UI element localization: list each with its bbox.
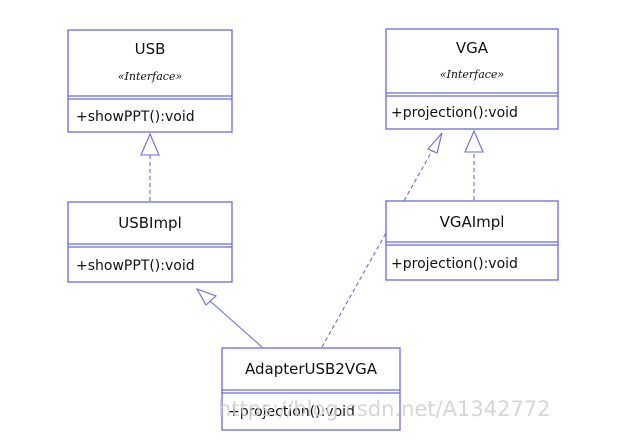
class-vgaimpl[interactable]: VGAImpl +projection():void bbox=[385, 200, 559, 281]
class-usb[interactable]: USB «Interface» +showPPT():void bbox=[67, 29, 233, 133]
operation: +showPPT():void bbox=[76, 109, 195, 125]
class-name: USBImpl bbox=[118, 214, 182, 232]
stereotype-label: «Interface» bbox=[118, 70, 182, 83]
class-vga[interactable]: VGA «Interface» +projection():void bbox=[385, 28, 559, 130]
class-name: VGAImpl bbox=[440, 213, 505, 231]
stereotype-label: «Interface» bbox=[440, 68, 504, 81]
generalization-arrowhead bbox=[195, 287, 218, 306]
realization-arrowhead bbox=[140, 132, 160, 156]
class-name: VGA bbox=[456, 39, 489, 57]
class-name: AdapterUSB2VGA bbox=[245, 360, 378, 378]
operation: +showPPT():void bbox=[76, 258, 195, 274]
relation-usbimpl-realizes-usb bbox=[140, 132, 160, 201]
operation: +projection():void bbox=[228, 404, 355, 420]
relation-adapter-extends-usbimpl bbox=[195, 287, 263, 348]
realization-arrowhead bbox=[427, 132, 443, 154]
watermark-text: https://blog.csdn.net/A1342772 bbox=[218, 397, 551, 421]
class-usbimpl[interactable]: USBImpl +showPPT():void bbox=[67, 201, 233, 283]
relation-vgaimpl-realizes-vga bbox=[464, 129, 484, 200]
operation: +projection():void bbox=[391, 256, 518, 272]
realization-arrowhead bbox=[464, 129, 484, 153]
class-adapterusb2vga[interactable]: AdapterUSB2VGA +projection():void bbox=[221, 347, 401, 431]
operation: +projection():void bbox=[391, 105, 518, 121]
class-name: USB bbox=[135, 40, 166, 58]
relation-adapter-realizes-vga bbox=[321, 132, 443, 348]
